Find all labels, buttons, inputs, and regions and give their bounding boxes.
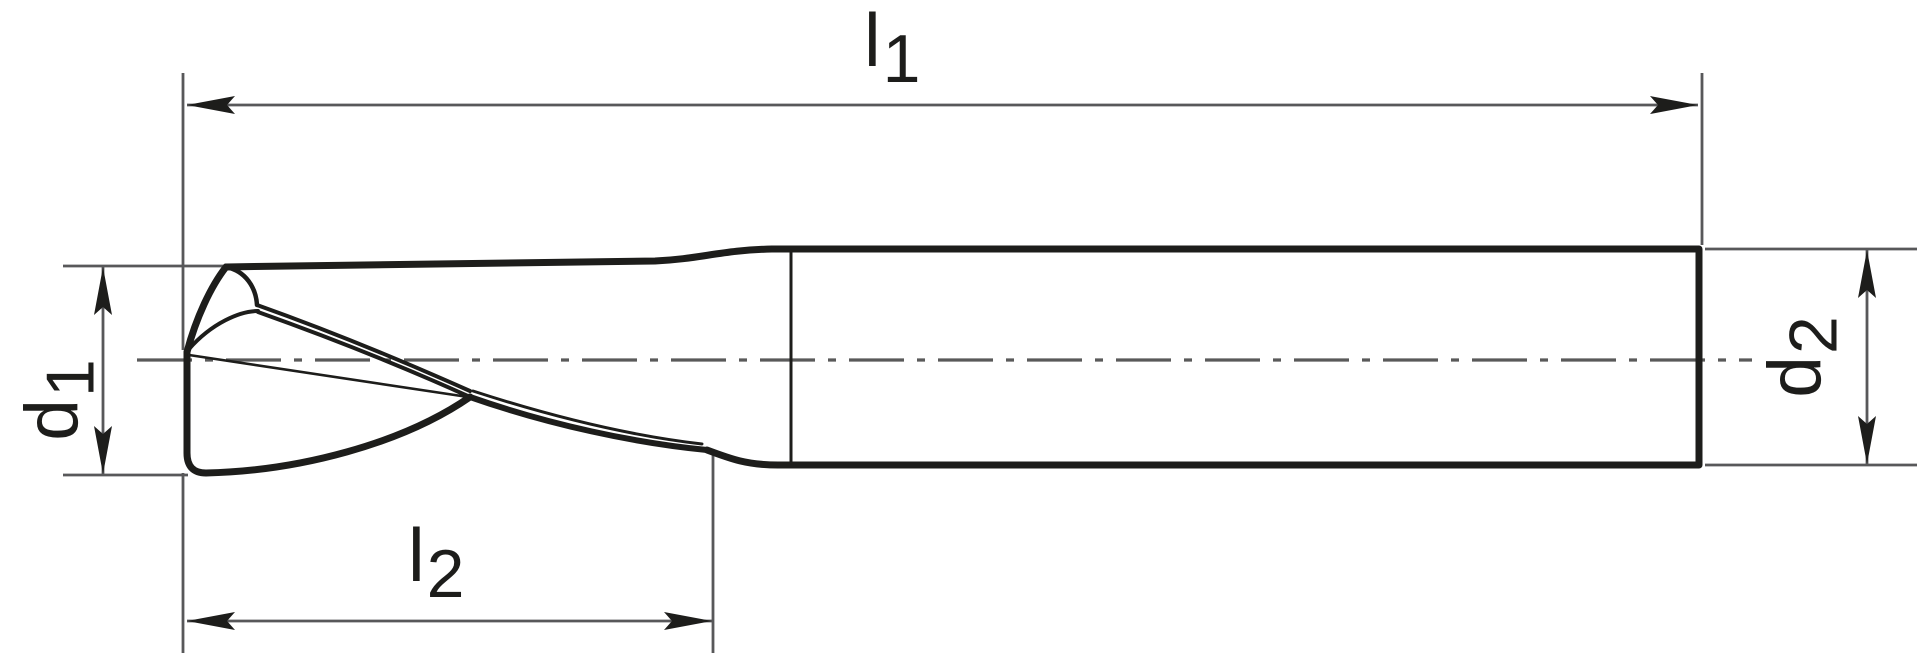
label-d1-main: d (9, 399, 94, 441)
helix-land-continuation (471, 389, 704, 446)
l1-arrowhead-right (1650, 96, 1698, 114)
tip-edge-line (187, 353, 470, 399)
label-l2-sub: 2 (426, 536, 465, 612)
dimension-d2 (1705, 247, 1917, 467)
body-top-right-bottom-edge (222, 245, 1703, 469)
label-d2-sub: 2 (1775, 316, 1852, 355)
label-l1-main: l (864, 0, 881, 82)
label-d2-main: d (1752, 356, 1837, 398)
label-d1-sub: 1 (32, 359, 109, 398)
l2-arrowhead-left (187, 612, 235, 630)
dimension-l1 (181, 73, 1704, 350)
label-d2: d2 (1753, 316, 1852, 398)
corner-radius-curve (223, 264, 260, 308)
front-cutting-edge (183, 263, 230, 356)
dimension-l2 (181, 454, 715, 653)
label-l1-sub: 1 (882, 21, 921, 97)
label-l1: l1 (864, 3, 921, 94)
label-l2-main: l (408, 513, 425, 597)
helix-land-lower-line (256, 310, 472, 399)
dimension-d1 (63, 264, 235, 477)
front-face-and-flute-sweep (183, 348, 474, 477)
helix-lower-thick (467, 394, 710, 453)
d1-arrowhead-bottom (94, 426, 112, 474)
l2-arrowhead-right (664, 612, 712, 630)
flute-details (187, 249, 793, 465)
d1-arrowhead-top (94, 267, 112, 315)
helix-land-upper-line (255, 303, 472, 393)
label-l2: l2 (408, 518, 465, 609)
rear-flute-arc (187, 309, 260, 351)
d2-arrowhead-bottom (1858, 416, 1876, 464)
d2-arrowhead-top (1858, 250, 1876, 298)
tool-outline (183, 245, 1703, 477)
label-d1: d1 (10, 359, 109, 441)
l1-arrowhead-left (187, 96, 235, 114)
